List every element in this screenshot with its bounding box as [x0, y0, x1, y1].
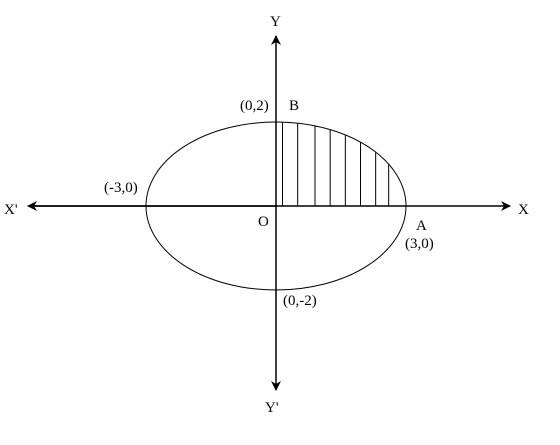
y-prime-axis-label: Y'	[265, 400, 279, 416]
point-b-coordinate: (0,2)	[240, 98, 269, 114]
shaded-region	[282, 122, 390, 206]
bottom-vertex-coordinate: (0,-2)	[283, 293, 317, 309]
point-b-label: B	[289, 98, 299, 114]
origin-label: O	[258, 214, 269, 230]
x-prime-axis-label: X'	[4, 202, 18, 218]
left-vertex-coordinate: (-3,0)	[104, 180, 138, 196]
x-axis-label: X	[518, 202, 529, 218]
point-a-label: A	[416, 218, 427, 234]
y-axis-label: Y	[270, 14, 281, 30]
ellipse-curve	[145, 121, 407, 291]
point-a-coordinate: (3,0)	[405, 236, 434, 252]
